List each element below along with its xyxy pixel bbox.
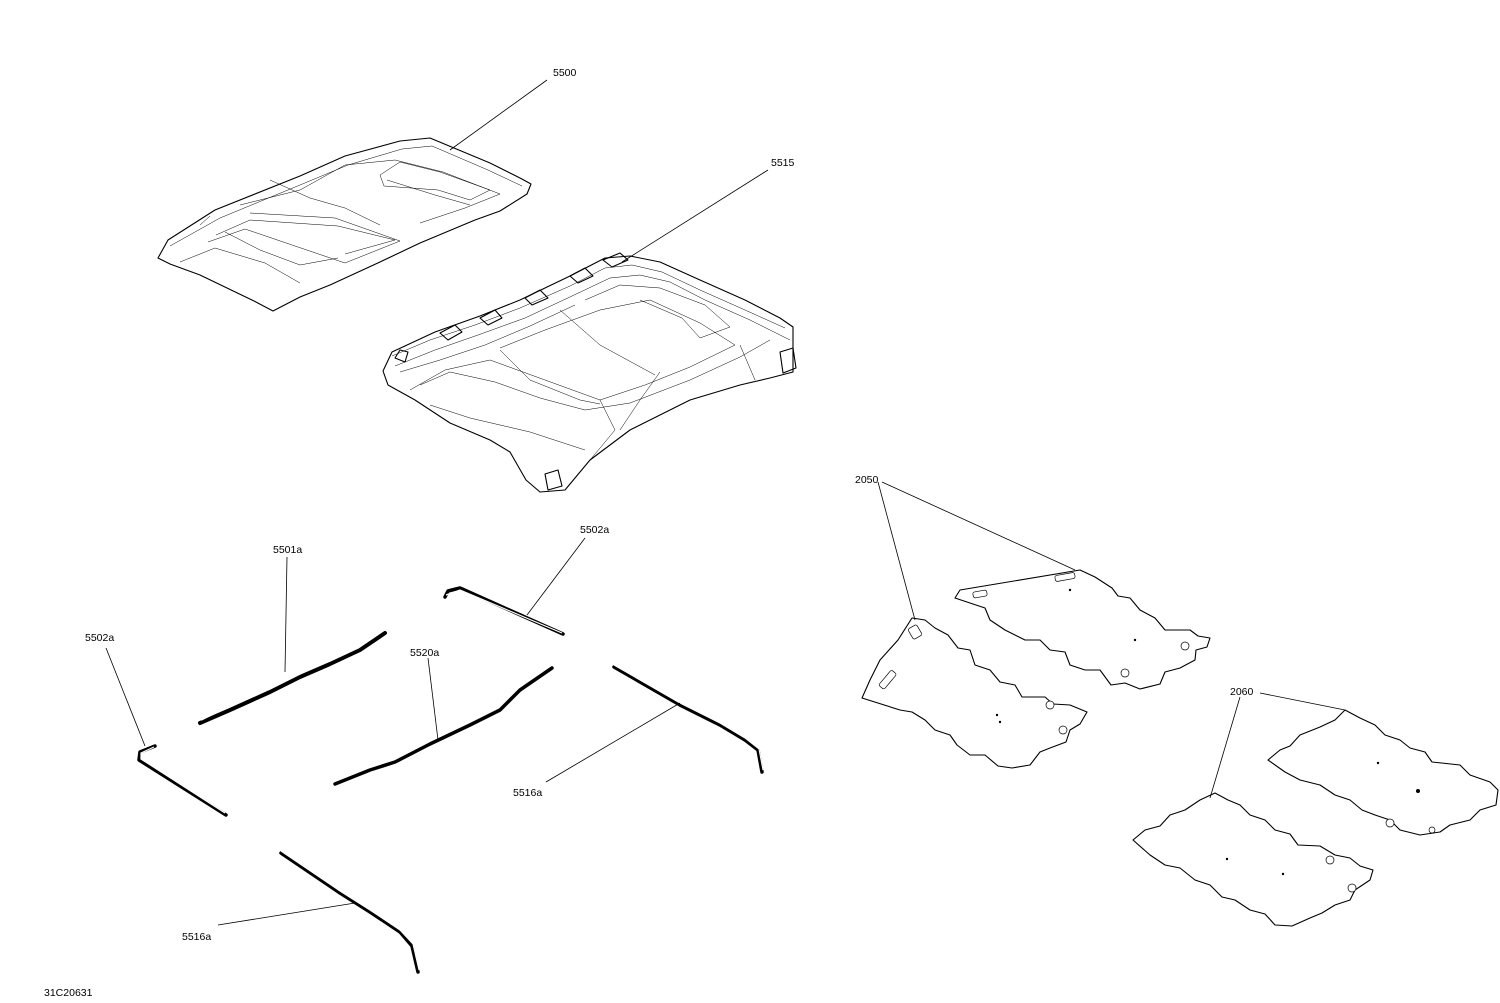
panel-2060-upper — [1267, 709, 1499, 836]
leader-2050-a — [877, 481, 916, 621]
leader-5502a-left — [105, 647, 146, 747]
leader-lines — [105, 79, 1346, 926]
strip-5502a-left — [137, 744, 228, 817]
roof-5500 — [157, 137, 532, 312]
callout-5501a: 5501a — [273, 544, 302, 556]
callout-5520a: 5520a — [410, 647, 439, 659]
leader-5516a-bottom — [217, 902, 356, 926]
drawing-code: 31C20631 — [44, 987, 93, 999]
callout-5516a-bottom: 5516a — [182, 931, 211, 943]
strip-5502a-top — [443, 586, 565, 636]
leader-5516a-mid — [545, 702, 681, 783]
callout-2050: 2050 — [855, 474, 879, 486]
leader-5500 — [449, 79, 548, 151]
leader-2060-b — [1259, 692, 1346, 711]
strip-5516a-mid — [612, 664, 764, 774]
leader-2050-b — [881, 481, 1076, 571]
callout-labels: 5500 5515 5502a 5501a 5502a 5520a 5516a … — [44, 67, 1254, 999]
panel-2050-upper — [954, 569, 1211, 690]
callout-5516a-mid: 5516a — [513, 787, 542, 799]
panel-2050-lower — [861, 617, 1088, 769]
panel-2060-lower — [1132, 792, 1374, 927]
strip-5520a — [333, 666, 554, 786]
callout-5502a-left: 5502a — [85, 632, 114, 644]
roof-5515 — [382, 252, 797, 493]
callout-5502a-top: 5502a — [580, 524, 609, 536]
callout-5500: 5500 — [553, 67, 577, 79]
leader-5520a — [427, 657, 439, 741]
leader-5501a — [284, 556, 288, 673]
callout-5515: 5515 — [771, 157, 795, 169]
strip-5516a-bottom — [279, 850, 420, 974]
callout-2060: 2060 — [1230, 686, 1254, 698]
strip-5501a — [198, 628, 387, 725]
leader-2060-a — [1209, 696, 1241, 799]
leader-5515 — [621, 169, 769, 263]
leader-5502a-top — [526, 537, 586, 616]
